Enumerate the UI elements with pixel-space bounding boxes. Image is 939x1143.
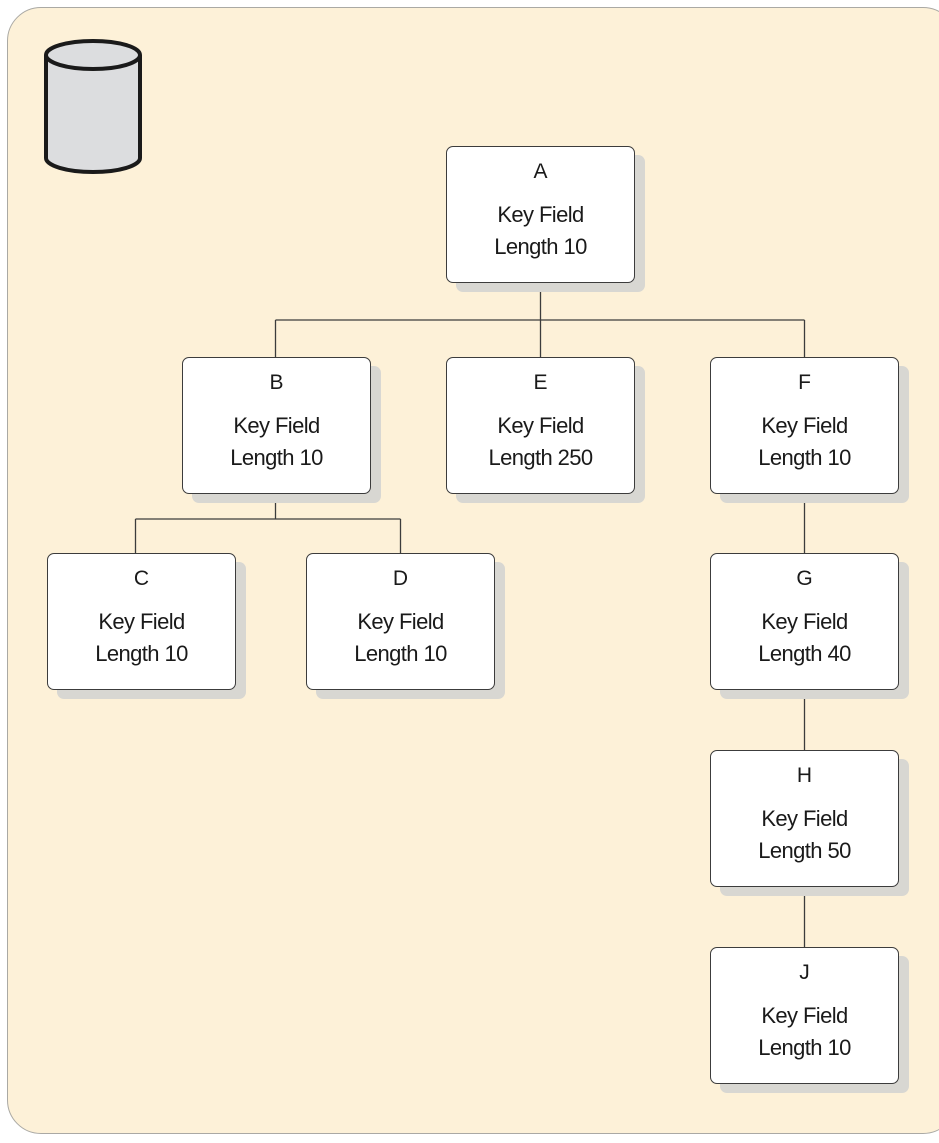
node-h-letter: H — [796, 764, 813, 787]
node-j-letter: J — [799, 961, 810, 984]
node-f: F Key Field Length 10 — [710, 357, 899, 494]
node-g: G Key Field Length 40 — [710, 553, 899, 690]
node-d-label: Key Field — [357, 609, 444, 634]
node-b-label: Key Field — [233, 413, 320, 438]
node-c-label: Key Field — [98, 609, 185, 634]
node-e-letter: E — [533, 371, 548, 394]
node-h-length: Length 50 — [758, 838, 851, 863]
node-f-letter: F — [798, 371, 811, 394]
node-j-length: Length 10 — [758, 1035, 851, 1060]
node-f-label: Key Field — [761, 413, 848, 438]
node-a: A Key Field Length 10 — [446, 146, 635, 283]
node-a-length: Length 10 — [494, 234, 587, 259]
node-a-letter: A — [533, 160, 548, 183]
node-d-letter: D — [392, 567, 409, 590]
node-g-length: Length 40 — [758, 641, 851, 666]
node-a-label: Key Field — [497, 202, 584, 227]
node-h-label: Key Field — [761, 806, 848, 831]
node-g-letter: G — [796, 567, 813, 590]
node-b: B Key Field Length 10 — [182, 357, 371, 494]
node-j: J Key Field Length 10 — [710, 947, 899, 1084]
node-g-label: Key Field — [761, 609, 848, 634]
node-e: E Key Field Length 250 — [446, 357, 635, 494]
node-h: H Key Field Length 50 — [710, 750, 899, 887]
node-c-letter: C — [133, 567, 150, 590]
node-d-length: Length 10 — [354, 641, 447, 666]
node-b-length: Length 10 — [230, 445, 323, 470]
node-b-letter: B — [269, 371, 284, 394]
node-c-length: Length 10 — [95, 641, 188, 666]
node-j-label: Key Field — [761, 1003, 848, 1028]
node-e-length: Length 250 — [488, 445, 593, 470]
node-e-label: Key Field — [497, 413, 584, 438]
node-f-length: Length 10 — [758, 445, 851, 470]
node-d: D Key Field Length 10 — [306, 553, 495, 690]
database-icon — [44, 39, 142, 174]
node-c: C Key Field Length 10 — [47, 553, 236, 690]
